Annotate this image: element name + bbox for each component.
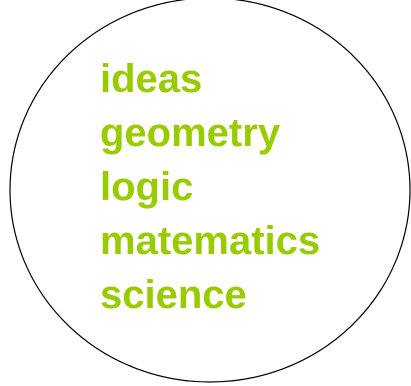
ellipse-shape xyxy=(9,0,411,383)
word-matematics: matematics xyxy=(100,219,321,263)
word-logic: logic xyxy=(100,165,194,209)
word-list: ideas geometry logic matematics science xyxy=(100,52,320,322)
word-science: science xyxy=(100,273,247,317)
word-ideas: ideas xyxy=(100,57,203,101)
word-geometry: geometry xyxy=(100,111,281,155)
